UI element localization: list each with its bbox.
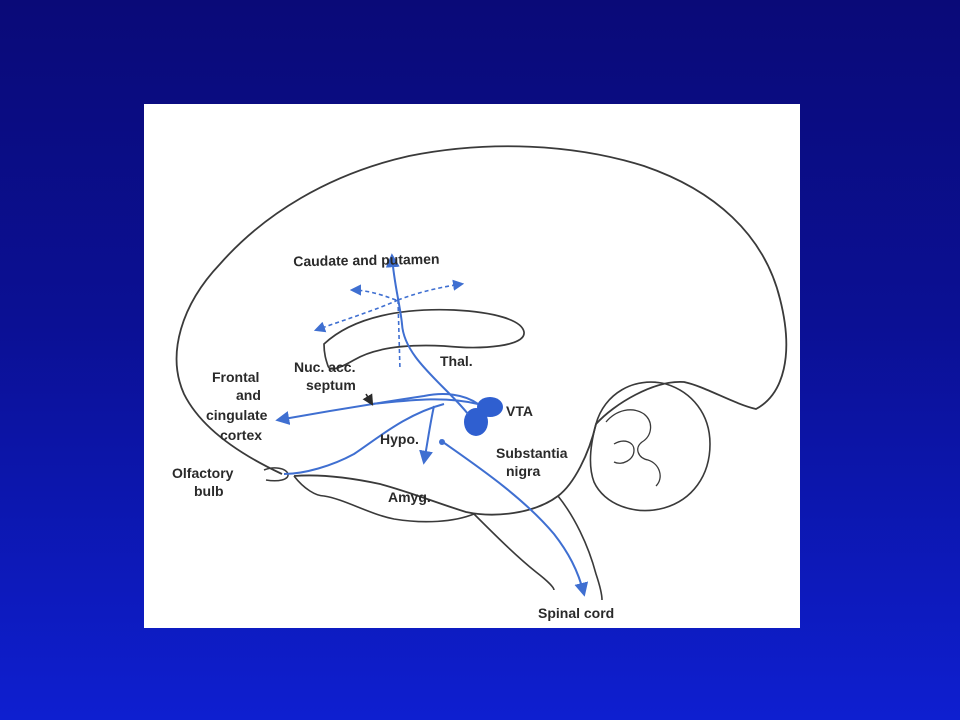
pathway-olfactory [283,403,445,475]
caudate-structure [323,308,525,370]
label-olfactory: Olfactory [172,465,234,481]
pathway-striatum-arc [313,299,399,333]
label-amygdala: Amyg. [388,489,431,505]
label-bulb: bulb [194,483,224,499]
pathway-spinal [439,439,589,597]
label-nigra: nigra [506,463,540,479]
pathway-mesolimbic [371,398,479,405]
substantia-nigra-nucleus [464,408,488,436]
label-frontal: Frontal [212,369,259,385]
cerebellum-outline [589,381,711,512]
pathway-caudate-dashed-trunk [397,299,401,371]
brain-diagram: Caudate and putamen Frontal and cingulat… [172,145,788,621]
label-frontal-and: and [236,387,261,403]
label-thalamus: Thal. [440,353,473,369]
nuc-acc-pointer [362,393,374,406]
cerebellum-folia [605,409,661,487]
pathway-amygdala [419,405,435,465]
label-septum: septum [306,377,356,393]
temporal-lobe-outline [293,475,475,523]
pathway-nigrostriatal [385,253,469,415]
diagram-panel: Caudate and putamen Frontal and cingulat… [144,104,800,628]
brainstem-outline [473,513,555,591]
cerebrum-outline [175,145,788,516]
cerebellum-inner [613,440,635,464]
label-vta: VTA [506,403,533,419]
label-spinal-cord: Spinal cord [538,605,614,621]
label-substantia: Substantia [496,445,568,461]
hypothalamus-dot [439,439,445,445]
brainstem-outline-rear [557,495,603,601]
label-frontal-cingulate: cingulate [206,407,268,423]
label-frontal-cortex: cortex [220,427,262,443]
pathway-caudate-branch-right [397,279,465,301]
label-caudate-putamen: Caudate and putamen [293,251,440,270]
label-hypothalamus: Hypo. [380,431,419,447]
pathway-caudate-branch-left [349,284,397,301]
pathway-mesocortical [275,393,479,425]
label-nuc-acc: Nuc. acc. [294,359,355,375]
